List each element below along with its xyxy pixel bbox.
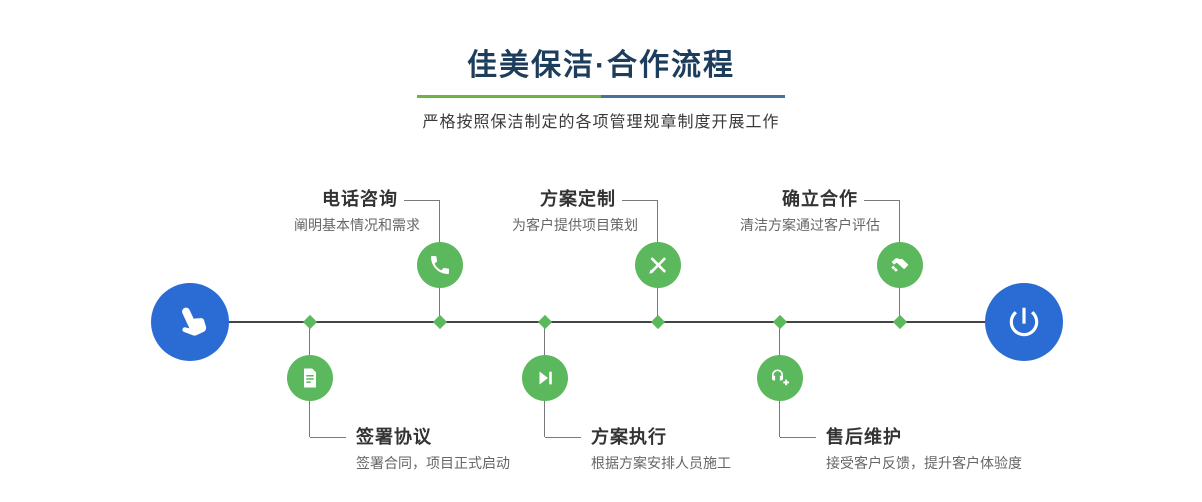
step-circle-after-sales [757,355,803,401]
timeline-line [190,321,1024,323]
diamond-marker [650,314,666,330]
timeline-end-circle [985,283,1063,361]
diamond-marker [302,314,318,330]
diamond-marker [537,314,553,330]
execute-icon [539,371,552,385]
title-divider [417,95,785,98]
divider-blue-segment [601,95,785,98]
connector-line [310,437,346,438]
step-desc-plan-execute: 根据方案安排人员施工 [591,455,731,471]
step-circle-plan-execute [522,355,568,401]
phone-icon [431,256,449,274]
diamond-marker [892,314,908,330]
page-subtitle: 严格按照保洁制定的各项管理规章制度开展工作 [422,114,780,131]
step-desc-after-sales: 接受客户反馈，提升客户体验度 [826,455,1022,471]
diamond-marker [432,314,448,330]
connector-line [545,437,581,438]
support-icon [772,369,789,386]
step-title-after-sales: 售后维护 [826,427,902,447]
step-desc-phone-consult: 阐明基本情况和需求 [294,217,420,233]
power-icon [1009,307,1039,337]
step-circle-establish-coop [877,242,923,288]
step-title-plan-custom: 方案定制 [540,189,616,209]
connector-line [864,200,900,201]
step-title-sign-agreement: 签署协议 [356,427,432,447]
page-title: 佳美保洁·合作流程 [467,49,735,82]
step-circle-plan-custom [635,242,681,288]
pointer-hand-icon [182,307,207,336]
design-icon [649,257,666,274]
step-desc-sign-agreement: 签署合同，项目正式启动 [356,455,510,471]
divider-green-segment [417,95,601,98]
timeline-start-circle [151,283,229,361]
step-desc-plan-custom: 为客户提供项目策划 [512,217,638,233]
connector-line [780,437,816,438]
contract-icon [304,368,316,388]
step-circle-sign-agreement [287,355,333,401]
step-title-establish-coop: 确立合作 [782,189,858,209]
diamond-marker [772,314,788,330]
step-title-phone-consult: 电话咨询 [322,189,398,209]
step-title-plan-execute: 方案执行 [591,427,667,447]
connector-line [404,200,440,201]
handshake-icon [891,258,909,272]
step-desc-establish-coop: 清洁方案通过客户评估 [740,217,880,233]
connector-line [622,200,658,201]
step-circle-phone-consult [417,242,463,288]
